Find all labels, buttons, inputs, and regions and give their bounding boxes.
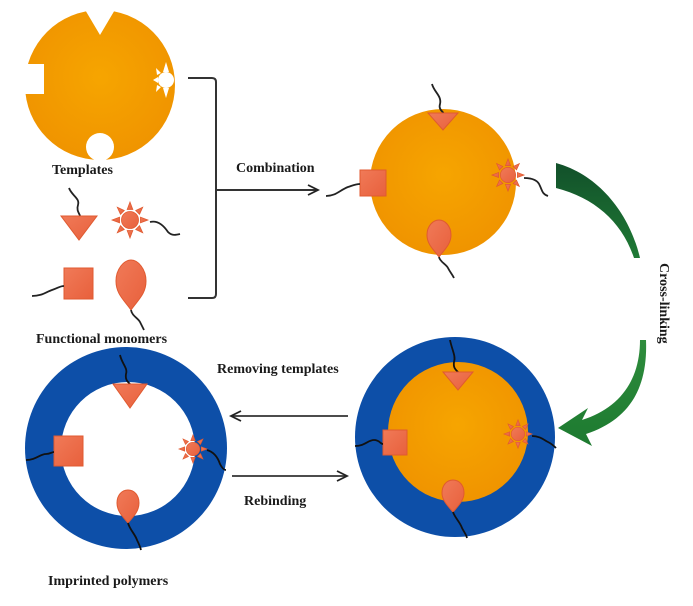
complex-sun-monomer (491, 158, 549, 197)
imprinted-polymer (25, 347, 227, 551)
template-molecule (18, 8, 175, 162)
cross-linking-label: Cross-linking (656, 263, 671, 344)
polymer-with-template (354, 337, 557, 539)
functional-monomers-label: Functional monomers (36, 332, 168, 347)
sun-monomer (111, 201, 181, 239)
drop-monomer (115, 259, 147, 331)
triangle-monomer (60, 187, 98, 241)
imprinted-polymers-label: Imprinted polymers (48, 574, 169, 589)
imprinted-square-monomer (53, 435, 84, 467)
complex-square-monomer (325, 169, 387, 197)
template-monomer-complex (325, 83, 549, 279)
template-triangle-cavity (84, 8, 116, 35)
template-body (25, 10, 175, 160)
bound-template-body (388, 362, 528, 502)
imprinted-triangle-monomer (112, 383, 148, 409)
cross-linking-arrow-top (556, 163, 640, 258)
removing-templates-label: Removing templates (217, 362, 339, 377)
imprinted-cavity (61, 382, 195, 516)
functional-monomers (31, 187, 181, 331)
imprinted-drop-monomer (116, 489, 140, 524)
rebinding-label: Rebinding (244, 494, 306, 509)
bound-sun-monomer (503, 419, 533, 449)
cross-linking-arrow-bottom (558, 340, 647, 446)
bound-triangle-monomer (441, 371, 475, 391)
template-square-cavity (18, 64, 44, 94)
bound-drop-monomer (441, 479, 465, 513)
complex-triangle-monomer (431, 83, 445, 115)
combination-arrowhead (307, 184, 321, 196)
complex-triangle (426, 112, 460, 131)
rebinding-arrowhead (336, 470, 350, 482)
template-drop-cavity (86, 133, 114, 162)
square-monomer (31, 267, 94, 300)
combination-bracket (188, 77, 316, 299)
complex-drop-monomer (426, 219, 455, 279)
templates-label: Templates (52, 163, 113, 178)
combination-label: Combination (236, 161, 315, 176)
bound-square-monomer (382, 429, 408, 456)
imprinted-sun-monomer (178, 434, 208, 464)
complex-template-body (370, 109, 516, 255)
template-sun-cavity (153, 62, 174, 98)
removing-templates-arrowhead (228, 410, 242, 422)
